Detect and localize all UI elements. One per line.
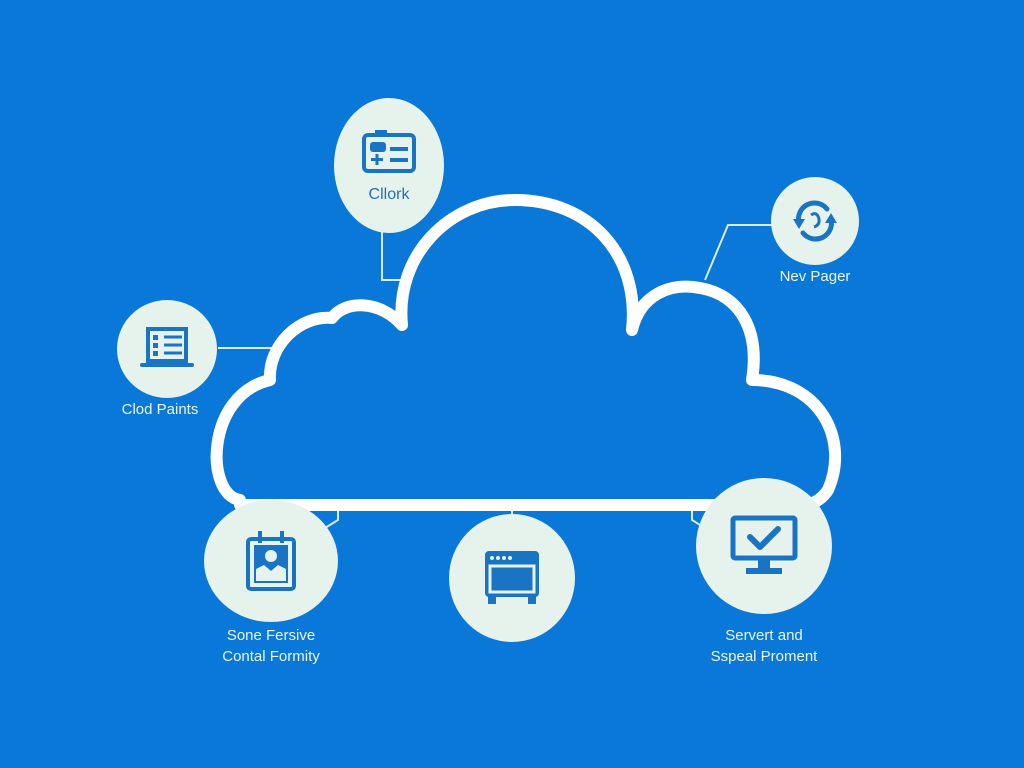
monitor-check-icon — [730, 515, 798, 574]
connector-top-right — [704, 224, 775, 281]
node-top-label: Cllork — [368, 186, 410, 203]
node-bottom-left — [204, 500, 338, 622]
laptop-list-icon — [140, 327, 194, 367]
calendar-image-icon — [246, 531, 296, 591]
node-bottom-left-label-line2: Contal Formity — [222, 648, 320, 665]
node-bottom-center — [449, 514, 575, 642]
node-top: Cllork — [334, 98, 444, 233]
connector-top — [381, 228, 402, 281]
node-bottom-left-label: Sone Fersive Contal Formity — [196, 625, 346, 667]
node-bottom-right-label-line2: Sspeal Proment — [710, 648, 818, 665]
node-bottom-right — [696, 478, 832, 614]
node-bottom-right-label: Servert and Sspeal Proment — [689, 625, 839, 667]
node-top-right — [771, 177, 859, 265]
node-bottom-right-label-line1: Servert and — [725, 627, 803, 644]
id-card-icon — [362, 130, 416, 173]
node-left-label: Clod Paints — [121, 401, 199, 418]
node-left — [117, 300, 217, 398]
node-bottom-left-label-line1: Sone Fersive — [226, 627, 316, 644]
node-top-right-label: Nev Pager — [779, 268, 851, 285]
server-window-icon — [485, 551, 539, 604]
sync-icon — [793, 200, 837, 242]
